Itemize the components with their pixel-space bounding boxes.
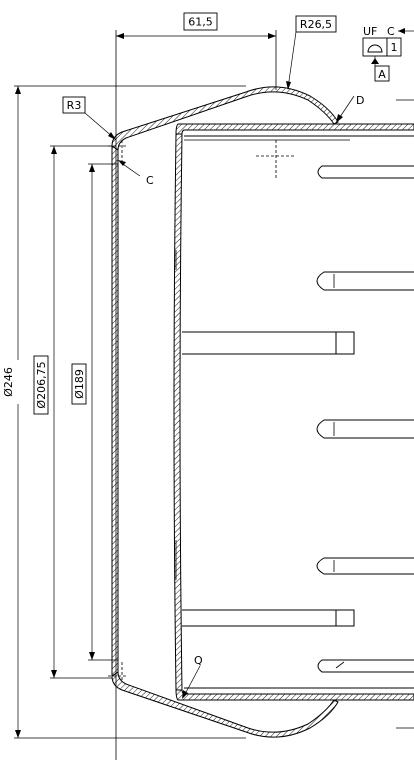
dimension-r26-5: R26,5 bbox=[286, 15, 337, 90]
slots bbox=[316, 165, 414, 673]
label-c: C bbox=[146, 174, 154, 187]
dim-dia-206-75-text: Ø206,75 bbox=[35, 361, 48, 408]
label-q-leader: Q bbox=[182, 654, 203, 699]
inner-body bbox=[173, 123, 414, 701]
label-d: D bbox=[356, 94, 364, 107]
outer-shell bbox=[111, 86, 339, 738]
slot-1 bbox=[317, 165, 414, 179]
dimension-r3: R3 bbox=[62, 96, 116, 140]
upper-cone-wall bbox=[111, 86, 339, 151]
inner-bottom-flange bbox=[175, 689, 414, 701]
inner-side-wall bbox=[173, 133, 183, 691]
dimension-dia-206-75: Ø206,75 bbox=[33, 145, 112, 679]
dimension-61-5: 61,5 bbox=[116, 12, 276, 39]
centerlines bbox=[115, 30, 414, 760]
slot-4 bbox=[316, 557, 414, 575]
label-d-leader: D bbox=[336, 94, 364, 123]
rib-upper bbox=[182, 331, 355, 355]
dim-r26-5-text: R26,5 bbox=[300, 18, 332, 31]
dim-dia-246-text: Ø246 bbox=[2, 367, 15, 397]
tolerance-uf: UF bbox=[363, 25, 377, 38]
left-rim bbox=[111, 145, 119, 677]
datum-a: A bbox=[378, 68, 386, 81]
profile-tolerance-frame: UF C 1 A bbox=[362, 25, 414, 82]
dim-r3-text: R3 bbox=[67, 99, 82, 112]
slot-2 bbox=[316, 271, 414, 291]
rib-lower bbox=[182, 609, 355, 627]
ribs bbox=[175, 250, 355, 627]
surface-profile-icon bbox=[367, 44, 383, 53]
slot-5-mark bbox=[335, 661, 345, 669]
label-c-leader: C bbox=[118, 160, 154, 187]
lower-cone-wall bbox=[111, 671, 339, 738]
dimension-dia-189: Ø189 bbox=[71, 163, 118, 661]
slot-3 bbox=[316, 419, 414, 439]
corner-marks bbox=[108, 140, 128, 682]
slot-5 bbox=[317, 659, 414, 673]
dim-dia-189-text: Ø189 bbox=[73, 369, 86, 399]
label-q: Q bbox=[194, 654, 203, 667]
tolerance-value: 1 bbox=[391, 41, 398, 54]
tolerance-c: C bbox=[387, 25, 395, 38]
dimension-dia-246: Ø246 bbox=[2, 85, 246, 739]
inner-top-flange bbox=[175, 123, 414, 135]
dim-61-5-text: 61,5 bbox=[188, 16, 213, 29]
